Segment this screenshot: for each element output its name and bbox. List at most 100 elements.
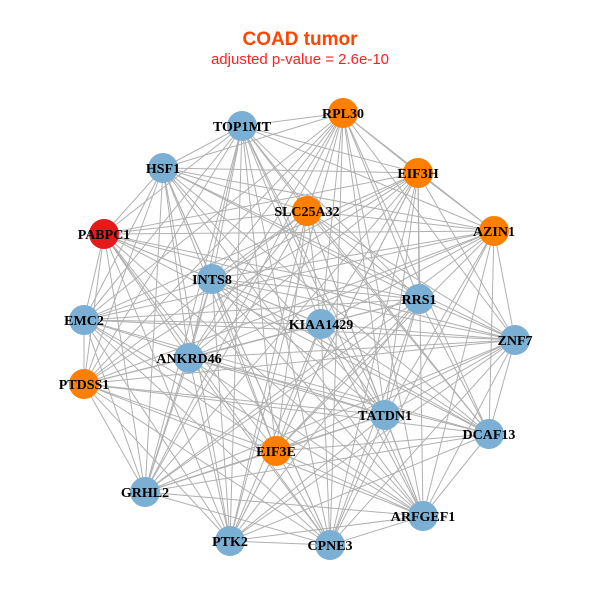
edge — [211, 125, 243, 280]
edge — [306, 112, 344, 212]
edge — [211, 278, 331, 546]
edge — [144, 210, 308, 493]
node-rrs1[interactable]: RRS1 — [401, 284, 437, 314]
edge — [241, 112, 344, 127]
node-circle[interactable] — [227, 111, 257, 141]
edge — [83, 383, 490, 435]
edge — [488, 230, 495, 435]
node-circle[interactable] — [261, 436, 291, 466]
edge — [229, 339, 516, 542]
node-circle[interactable] — [69, 369, 99, 399]
node-ankrd46[interactable]: ANKRD46 — [156, 343, 222, 373]
node-circle[interactable] — [479, 216, 509, 246]
node-label: EIF3H — [397, 167, 438, 182]
edge — [103, 233, 190, 359]
node-dcaf13[interactable]: DCAF13 — [463, 419, 516, 449]
node-tatdn1[interactable]: TATDN1 — [358, 400, 412, 430]
node-circle[interactable] — [403, 158, 433, 188]
node-grhl2[interactable]: GRHL2 — [121, 477, 169, 507]
node-label: CPNE3 — [307, 539, 352, 554]
edge — [162, 167, 190, 359]
node-label: RRS1 — [401, 293, 436, 308]
node-circle[interactable] — [69, 305, 99, 335]
node-znf7[interactable]: ZNF7 — [498, 325, 533, 355]
edge — [384, 172, 419, 416]
node-azin1[interactable]: AZIN1 — [473, 216, 515, 246]
node-circle[interactable] — [89, 219, 119, 249]
edge — [83, 319, 231, 542]
edge — [211, 278, 420, 300]
edge — [306, 210, 420, 300]
node-kiaa1429[interactable]: KIAA1429 — [289, 309, 354, 339]
node-circle[interactable] — [197, 264, 227, 294]
node-circle[interactable] — [215, 526, 245, 556]
edge — [83, 383, 331, 546]
node-circle[interactable] — [404, 284, 434, 314]
node-label: HSF1 — [146, 162, 180, 177]
node-circle[interactable] — [292, 196, 322, 226]
edge — [162, 167, 495, 232]
node-circle[interactable] — [130, 477, 160, 507]
edge — [342, 112, 516, 341]
figure-title: COAD tumor — [242, 29, 358, 50]
edge — [188, 357, 386, 416]
edge — [188, 357, 331, 546]
edge — [103, 233, 331, 546]
node-rpl30[interactable]: RPL30 — [322, 98, 364, 128]
edge — [83, 383, 146, 493]
edge — [320, 323, 490, 435]
node-circle[interactable] — [174, 343, 204, 373]
edge — [211, 278, 386, 416]
edge — [144, 112, 344, 493]
edge — [275, 298, 420, 452]
node-ints8[interactable]: INTS8 — [192, 264, 232, 294]
node-top1mt[interactable]: TOP1MT — [213, 111, 272, 141]
edge — [211, 278, 424, 517]
edge — [144, 491, 424, 517]
node-circle[interactable] — [370, 400, 400, 430]
edge — [422, 339, 516, 517]
node-ptdss1[interactable]: PTDSS1 — [59, 369, 110, 399]
node-label: ZNF7 — [498, 334, 533, 349]
edge — [83, 383, 231, 542]
node-circle[interactable] — [148, 153, 178, 183]
edge — [144, 357, 190, 493]
node-cpne3[interactable]: CPNE3 — [307, 530, 353, 560]
node-pabpc1[interactable]: PABPC1 — [78, 219, 131, 249]
node-label: TOP1MT — [213, 120, 272, 135]
node-circle[interactable] — [328, 98, 358, 128]
node-arfgef1[interactable]: ARFGEF1 — [391, 501, 456, 531]
edge — [275, 230, 495, 452]
node-circle[interactable] — [474, 419, 504, 449]
edge — [275, 433, 490, 452]
edge — [144, 339, 516, 493]
edge — [211, 210, 308, 280]
node-label: GRHL2 — [121, 486, 169, 501]
edge — [144, 230, 495, 493]
node-circle[interactable] — [306, 309, 336, 339]
node-hsf1[interactable]: HSF1 — [146, 153, 180, 183]
edge — [241, 125, 490, 435]
edge — [83, 298, 420, 321]
node-emc2[interactable]: EMC2 — [64, 305, 104, 335]
node-slc25a32[interactable]: SLC25A32 — [274, 196, 340, 226]
node-label: EMC2 — [64, 314, 104, 329]
edge — [229, 414, 386, 542]
node-circle[interactable] — [500, 325, 530, 355]
node-ptk2[interactable]: PTK2 — [212, 526, 248, 556]
node-label: TATDN1 — [358, 409, 412, 424]
edge — [275, 450, 424, 517]
edge — [83, 339, 516, 385]
node-eif3e[interactable]: EIF3E — [256, 436, 296, 466]
node-circle[interactable] — [408, 501, 438, 531]
node-eif3h[interactable]: EIF3H — [397, 158, 439, 188]
node-label: AZIN1 — [473, 225, 515, 240]
edge — [103, 210, 308, 235]
edge — [144, 298, 420, 493]
node-label: KIAA1429 — [289, 318, 354, 333]
node-circle[interactable] — [315, 530, 345, 560]
edge — [320, 172, 419, 325]
edge — [103, 125, 243, 235]
